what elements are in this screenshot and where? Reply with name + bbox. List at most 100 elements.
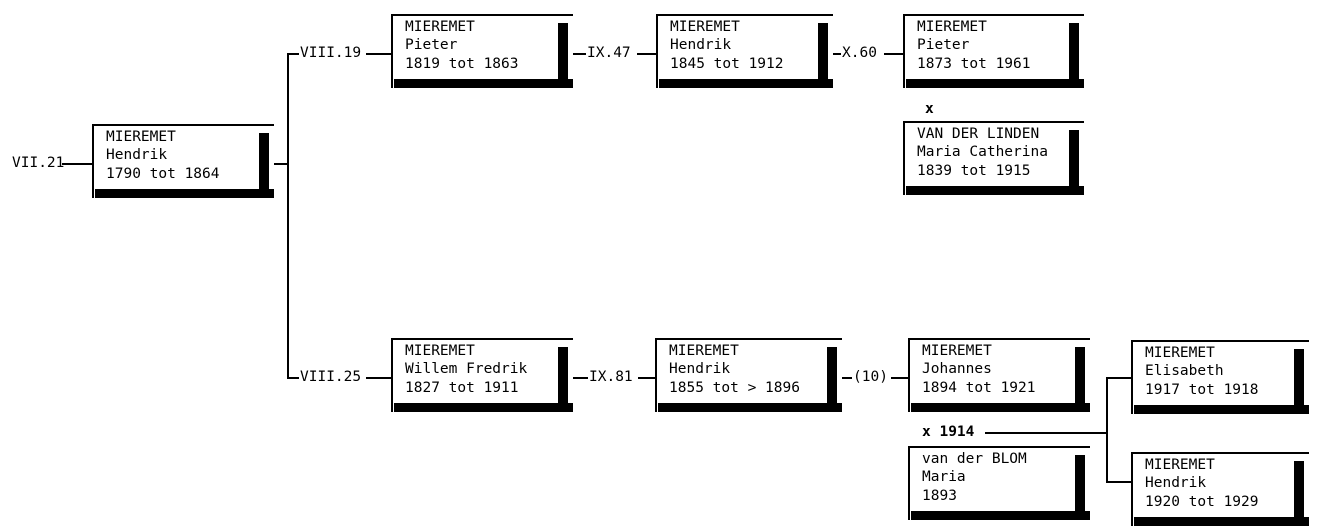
card-shadow-bottom bbox=[1134, 405, 1309, 414]
ref-gen9a: IX.47 bbox=[587, 45, 631, 61]
card-shadow-right bbox=[1069, 130, 1079, 186]
person-card-x60[interactable]: MIEREMET Pieter 1873 tot 1961 bbox=[903, 14, 1084, 88]
connector-viii25-to-card bbox=[366, 377, 391, 379]
person-given: Pieter bbox=[917, 37, 970, 54]
connector-ix81-to-card bbox=[638, 377, 656, 379]
person-given: Maria Catherina bbox=[917, 144, 1048, 161]
connector-viii19-to-card bbox=[366, 53, 391, 55]
person-card-viii19[interactable]: MIEREMET Pieter 1819 tot 1863 bbox=[391, 14, 573, 88]
person-dates: 1845 tot 1912 bbox=[670, 55, 784, 72]
connector-children-bracket bbox=[1106, 377, 1108, 481]
connector-viii19-out bbox=[570, 53, 586, 55]
person-surname: MIEREMET bbox=[1145, 345, 1215, 361]
connector-branch-viii25 bbox=[287, 377, 299, 379]
card-shadow-bottom bbox=[95, 189, 274, 198]
person-dates: 1920 tot 1929 bbox=[1145, 493, 1259, 510]
connector-to-elisabeth bbox=[1106, 377, 1132, 379]
ref-child1: VIII.19 bbox=[300, 45, 362, 61]
ref-gen10a: X.60 bbox=[842, 45, 877, 61]
ref-root: VII.21 bbox=[12, 155, 65, 171]
connector-branch-viii19 bbox=[287, 53, 299, 55]
card-shadow-right bbox=[1294, 461, 1304, 517]
card-shadow-right bbox=[259, 133, 269, 189]
card-text: VAN DER LINDEN Maria Catherina 1839 tot … bbox=[917, 125, 1064, 180]
person-dates: 1893 bbox=[922, 487, 957, 504]
person-given: Hendrik bbox=[1145, 475, 1207, 492]
card-shadow-bottom bbox=[394, 79, 573, 88]
connector-ix47-out bbox=[829, 53, 841, 55]
person-given: Hendrik bbox=[106, 147, 168, 164]
card-shadow-bottom bbox=[658, 403, 842, 412]
card-shadow-bottom bbox=[394, 403, 573, 412]
card-shadow-bottom bbox=[659, 79, 833, 88]
card-text: MIEREMET Willem Fredrik 1827 tot 1911 bbox=[405, 342, 553, 397]
person-dates: 1827 tot 1911 bbox=[405, 379, 519, 396]
connector-viii25-out bbox=[572, 377, 588, 379]
card-text: MIEREMET Hendrik 1845 tot 1912 bbox=[670, 18, 813, 73]
person-dates: 1790 tot 1864 bbox=[106, 165, 220, 182]
connector-ix47-to-card bbox=[637, 53, 657, 55]
card-shadow-right bbox=[1075, 455, 1085, 511]
connector-to-hendrik1920 bbox=[1106, 481, 1132, 483]
card-text: MIEREMET Elisabeth 1917 tot 1918 bbox=[1145, 344, 1289, 399]
card-shadow-bottom bbox=[911, 403, 1090, 412]
card-text: MIEREMET Pieter 1819 tot 1863 bbox=[405, 18, 553, 73]
person-surname: MIEREMET bbox=[106, 129, 176, 145]
connector-ix81-out bbox=[838, 377, 852, 379]
person-card-vii21[interactable]: MIEREMET Hendrik 1790 tot 1864 bbox=[92, 124, 274, 198]
person-surname: MIEREMET bbox=[405, 343, 475, 359]
person-surname: MIEREMET bbox=[669, 343, 739, 359]
connector-trunk bbox=[287, 53, 289, 378]
person-given: Pieter bbox=[405, 37, 458, 54]
card-shadow-right bbox=[1069, 23, 1079, 79]
person-card-van-der-linden[interactable]: VAN DER LINDEN Maria Catherina 1839 tot … bbox=[903, 121, 1084, 195]
connector-marriage-1914 bbox=[985, 432, 1107, 434]
ref-gen10b: (10) bbox=[853, 369, 888, 385]
person-dates: 1894 tot 1921 bbox=[922, 379, 1036, 396]
card-shadow-right bbox=[818, 23, 828, 79]
person-surname: MIEREMET bbox=[1145, 457, 1215, 473]
card-text: MIEREMET Hendrik 1920 tot 1929 bbox=[1145, 456, 1289, 511]
person-card-hendrik1920[interactable]: MIEREMET Hendrik 1920 tot 1929 bbox=[1131, 452, 1309, 526]
card-text: MIEREMET Hendrik 1855 tot > 1896 bbox=[669, 342, 822, 397]
ref-gen9b: IX.81 bbox=[589, 369, 633, 385]
card-shadow-right bbox=[558, 23, 568, 79]
card-shadow-bottom bbox=[1134, 517, 1309, 526]
marriage-mark-linden: x bbox=[925, 101, 934, 117]
connector-10-to-card bbox=[891, 377, 909, 379]
person-surname: MIEREMET bbox=[670, 19, 740, 35]
person-surname: MIEREMET bbox=[922, 343, 992, 359]
card-shadow-right bbox=[558, 347, 568, 403]
card-text: MIEREMET Pieter 1873 tot 1961 bbox=[917, 18, 1064, 73]
card-shadow-right bbox=[1075, 347, 1085, 403]
person-surname: VAN DER LINDEN bbox=[917, 126, 1040, 142]
card-text: van der BLOM Maria 1893 bbox=[922, 450, 1070, 505]
ref-child2: VIII.25 bbox=[300, 369, 362, 385]
person-card-ix47[interactable]: MIEREMET Hendrik 1845 tot 1912 bbox=[656, 14, 833, 88]
person-card-johannes[interactable]: MIEREMET Johannes 1894 tot 1921 bbox=[908, 338, 1090, 412]
person-card-elisabeth[interactable]: MIEREMET Elisabeth 1917 tot 1918 bbox=[1131, 340, 1309, 414]
person-dates: 1917 tot 1918 bbox=[1145, 381, 1259, 398]
person-dates: 1819 tot 1863 bbox=[405, 55, 519, 72]
person-surname: MIEREMET bbox=[917, 19, 987, 35]
card-shadow-right bbox=[827, 347, 837, 403]
person-dates: 1839 tot 1915 bbox=[917, 162, 1031, 179]
person-dates: 1873 tot 1961 bbox=[917, 55, 1031, 72]
person-given: Hendrik bbox=[670, 37, 732, 54]
card-shadow-bottom bbox=[911, 511, 1090, 520]
person-card-viii25[interactable]: MIEREMET Willem Fredrik 1827 tot 1911 bbox=[391, 338, 573, 412]
person-given: Maria bbox=[922, 469, 966, 486]
person-given: Willem Fredrik bbox=[405, 361, 528, 378]
person-dates: 1855 tot > 1896 bbox=[669, 379, 800, 396]
marriage-mark-blom: x 1914 bbox=[922, 424, 975, 440]
person-given: Hendrik bbox=[669, 361, 731, 378]
person-surname: MIEREMET bbox=[405, 19, 475, 35]
person-card-van-der-blom[interactable]: van der BLOM Maria 1893 bbox=[908, 446, 1090, 520]
person-card-ix81[interactable]: MIEREMET Hendrik 1855 tot > 1896 bbox=[655, 338, 842, 412]
person-given: Johannes bbox=[922, 361, 992, 378]
card-text: MIEREMET Hendrik 1790 tot 1864 bbox=[106, 128, 254, 183]
person-surname: van der BLOM bbox=[922, 451, 1027, 467]
card-text: MIEREMET Johannes 1894 tot 1921 bbox=[922, 342, 1070, 397]
card-shadow-bottom bbox=[906, 79, 1084, 88]
